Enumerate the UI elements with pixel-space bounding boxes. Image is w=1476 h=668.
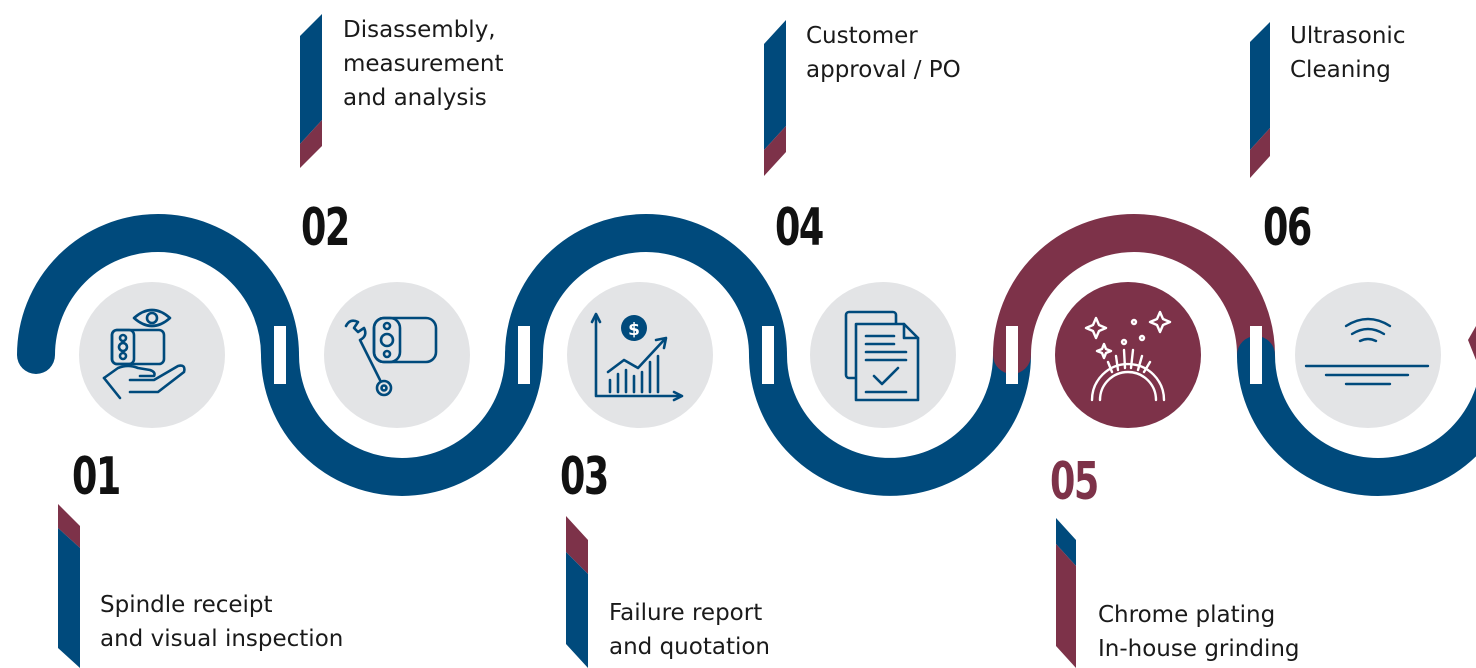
wave-joint [1006, 326, 1018, 384]
step-5-circle [1055, 282, 1201, 428]
wrench-spindle-icon [344, 316, 438, 397]
label-bar-3 [566, 516, 588, 668]
step-5-text: Chrome plating In-house grinding [1098, 602, 1300, 662]
ultrasonic-wave-icon [1304, 317, 1430, 386]
label-bar-2 [300, 14, 322, 168]
dollar-coin [621, 315, 647, 341]
step-3-text: Failure report and quotation [609, 600, 770, 660]
dollar-growth-chart-icon [590, 312, 684, 402]
wave-joint [1250, 326, 1262, 384]
wave-arc-5 [993, 214, 1275, 374]
step-2-number: 02 [301, 198, 350, 258]
approved-documents-icon [844, 310, 920, 402]
wave-tail [1468, 326, 1476, 360]
wave-arc-4 [749, 336, 1031, 496]
step-1-text: Spindle receipt and visual inspection [100, 592, 344, 652]
eye-hand-spindle-icon [102, 308, 186, 400]
step-2-text: Disassembly, measurement and analysis [343, 17, 504, 111]
wave-arc-3 [505, 214, 787, 374]
wave-joint [762, 326, 774, 384]
step-4-text: Customer approval / PO [806, 23, 961, 83]
wave-track [17, 214, 1476, 496]
step-4-number: 04 [775, 198, 824, 258]
dollar-sign: $ [628, 320, 640, 340]
step-3-circle [567, 282, 713, 428]
label-bar-4 [764, 20, 786, 176]
step-5-number: 05 [1050, 452, 1099, 512]
step-6-text: Ultrasonic Cleaning [1290, 23, 1406, 83]
step-6-circle [1295, 282, 1441, 428]
step-6-number: 06 [1263, 198, 1312, 258]
step-2-circle [324, 282, 470, 428]
wave-arc-1 [17, 214, 299, 374]
wave-joint [274, 326, 286, 384]
wave-joint [518, 326, 530, 384]
wave-arc-6 [1237, 336, 1476, 496]
label-bar-6 [1250, 22, 1270, 178]
step-3-number: 03 [560, 447, 609, 507]
wave-joints [274, 326, 1262, 384]
wave-arc-2 [261, 336, 543, 496]
sparkling-chrome-icon [1084, 310, 1172, 402]
label-bar-5 [1056, 518, 1076, 668]
step-1-circle [79, 282, 225, 428]
label-bar-1 [58, 504, 80, 668]
step-1-number: 01 [72, 447, 121, 507]
